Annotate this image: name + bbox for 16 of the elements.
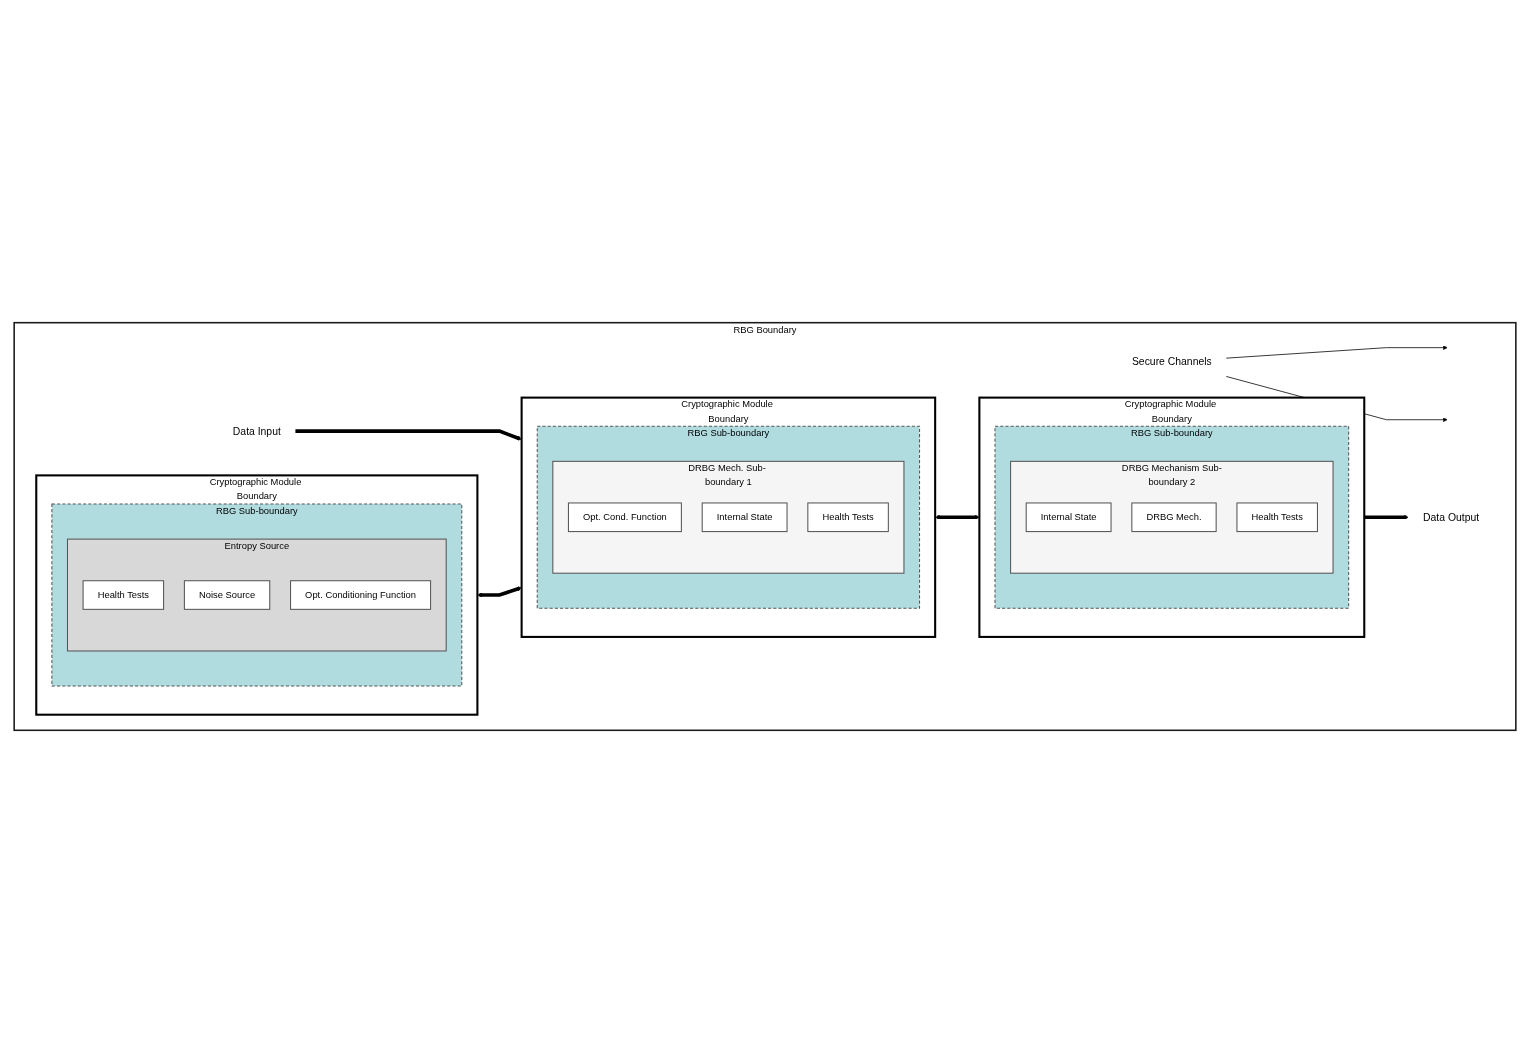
node-box: Internal State [701, 502, 788, 533]
arrow [935, 515, 980, 520]
arrow [477, 586, 522, 598]
arrow [1364, 515, 1409, 520]
node-box: Opt. Conditioning Function [290, 580, 432, 610]
node-box: Health Tests [1236, 502, 1318, 533]
node-box: Noise Source [183, 580, 271, 610]
node-box: Opt. Cond. Function [567, 502, 682, 533]
node-box: Health Tests [82, 580, 165, 610]
arrow [295, 429, 522, 441]
node-box: DRBG Mech. [1131, 502, 1217, 533]
node-text: Data Output [1423, 511, 1480, 523]
node-text: Data Input [232, 425, 281, 437]
node-box: Internal State [1025, 502, 1112, 533]
node-box: Health Tests [807, 502, 889, 533]
node-text: Secure Channels [1131, 355, 1212, 368]
